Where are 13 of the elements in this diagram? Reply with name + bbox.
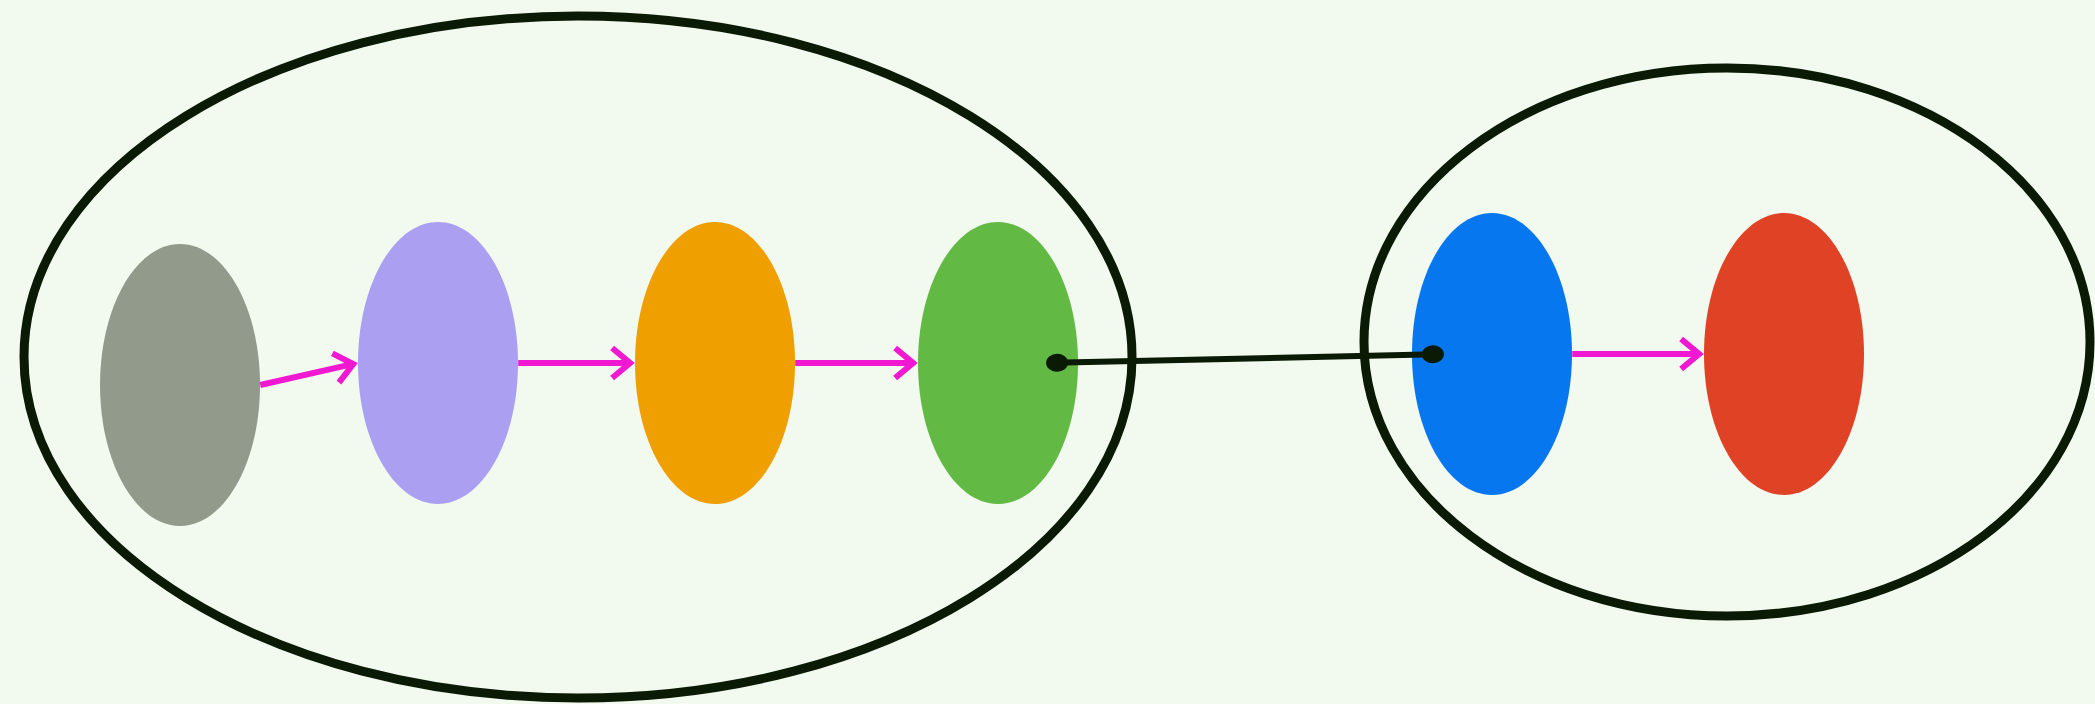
oval xyxy=(635,222,795,504)
arrow xyxy=(518,345,635,381)
oval xyxy=(918,222,1078,504)
arrow xyxy=(259,350,358,388)
oval xyxy=(100,244,260,526)
oval xyxy=(358,222,518,504)
arrow xyxy=(795,345,918,381)
group-ellipse xyxy=(19,11,1137,703)
group-ellipse xyxy=(1359,63,2095,621)
connector-line xyxy=(1046,345,1444,372)
oval xyxy=(1704,213,1864,495)
oval xyxy=(1412,213,1572,495)
arrow xyxy=(1572,336,1704,372)
